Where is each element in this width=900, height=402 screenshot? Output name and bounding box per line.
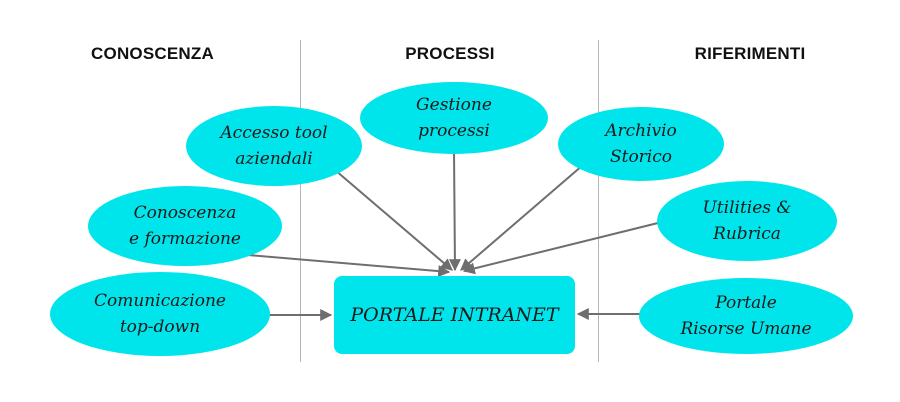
node-conoscenza-formazione: Conoscenza e formazione	[88, 186, 282, 266]
node-archivio-storico: Archivio Storico	[558, 107, 724, 181]
center-portale-intranet: PORTALE INTRANET	[334, 276, 575, 354]
column-header-riferimenti: RIFERIMENTI	[694, 44, 806, 63]
node-accesso-tool-aziendali: Accesso tool aziendali	[186, 106, 362, 186]
arrow-conoscenza-to-portale	[247, 254, 451, 278]
node-comunicazione-top-down: Comunicazione top-down	[50, 272, 270, 356]
column-header-processi: PROCESSI	[405, 44, 495, 63]
node-utilities-rubrica: Utilities & Rubrica	[657, 181, 837, 261]
node-portale-risorse-umane: Portale Risorse Umane	[639, 278, 853, 354]
arrow-accesso-to-portale	[334, 169, 453, 271]
arrow-archivio-to-portale	[460, 164, 584, 271]
column-header-conoscenza: CONOSCENZA	[91, 44, 214, 63]
arrow-utilities-to-portale	[462, 221, 663, 275]
node-gestione-processi: Gestione processi	[360, 82, 548, 154]
column-divider-left	[300, 40, 301, 362]
column-divider-right	[598, 40, 599, 362]
arrow-gestione-to-portale	[448, 149, 461, 272]
